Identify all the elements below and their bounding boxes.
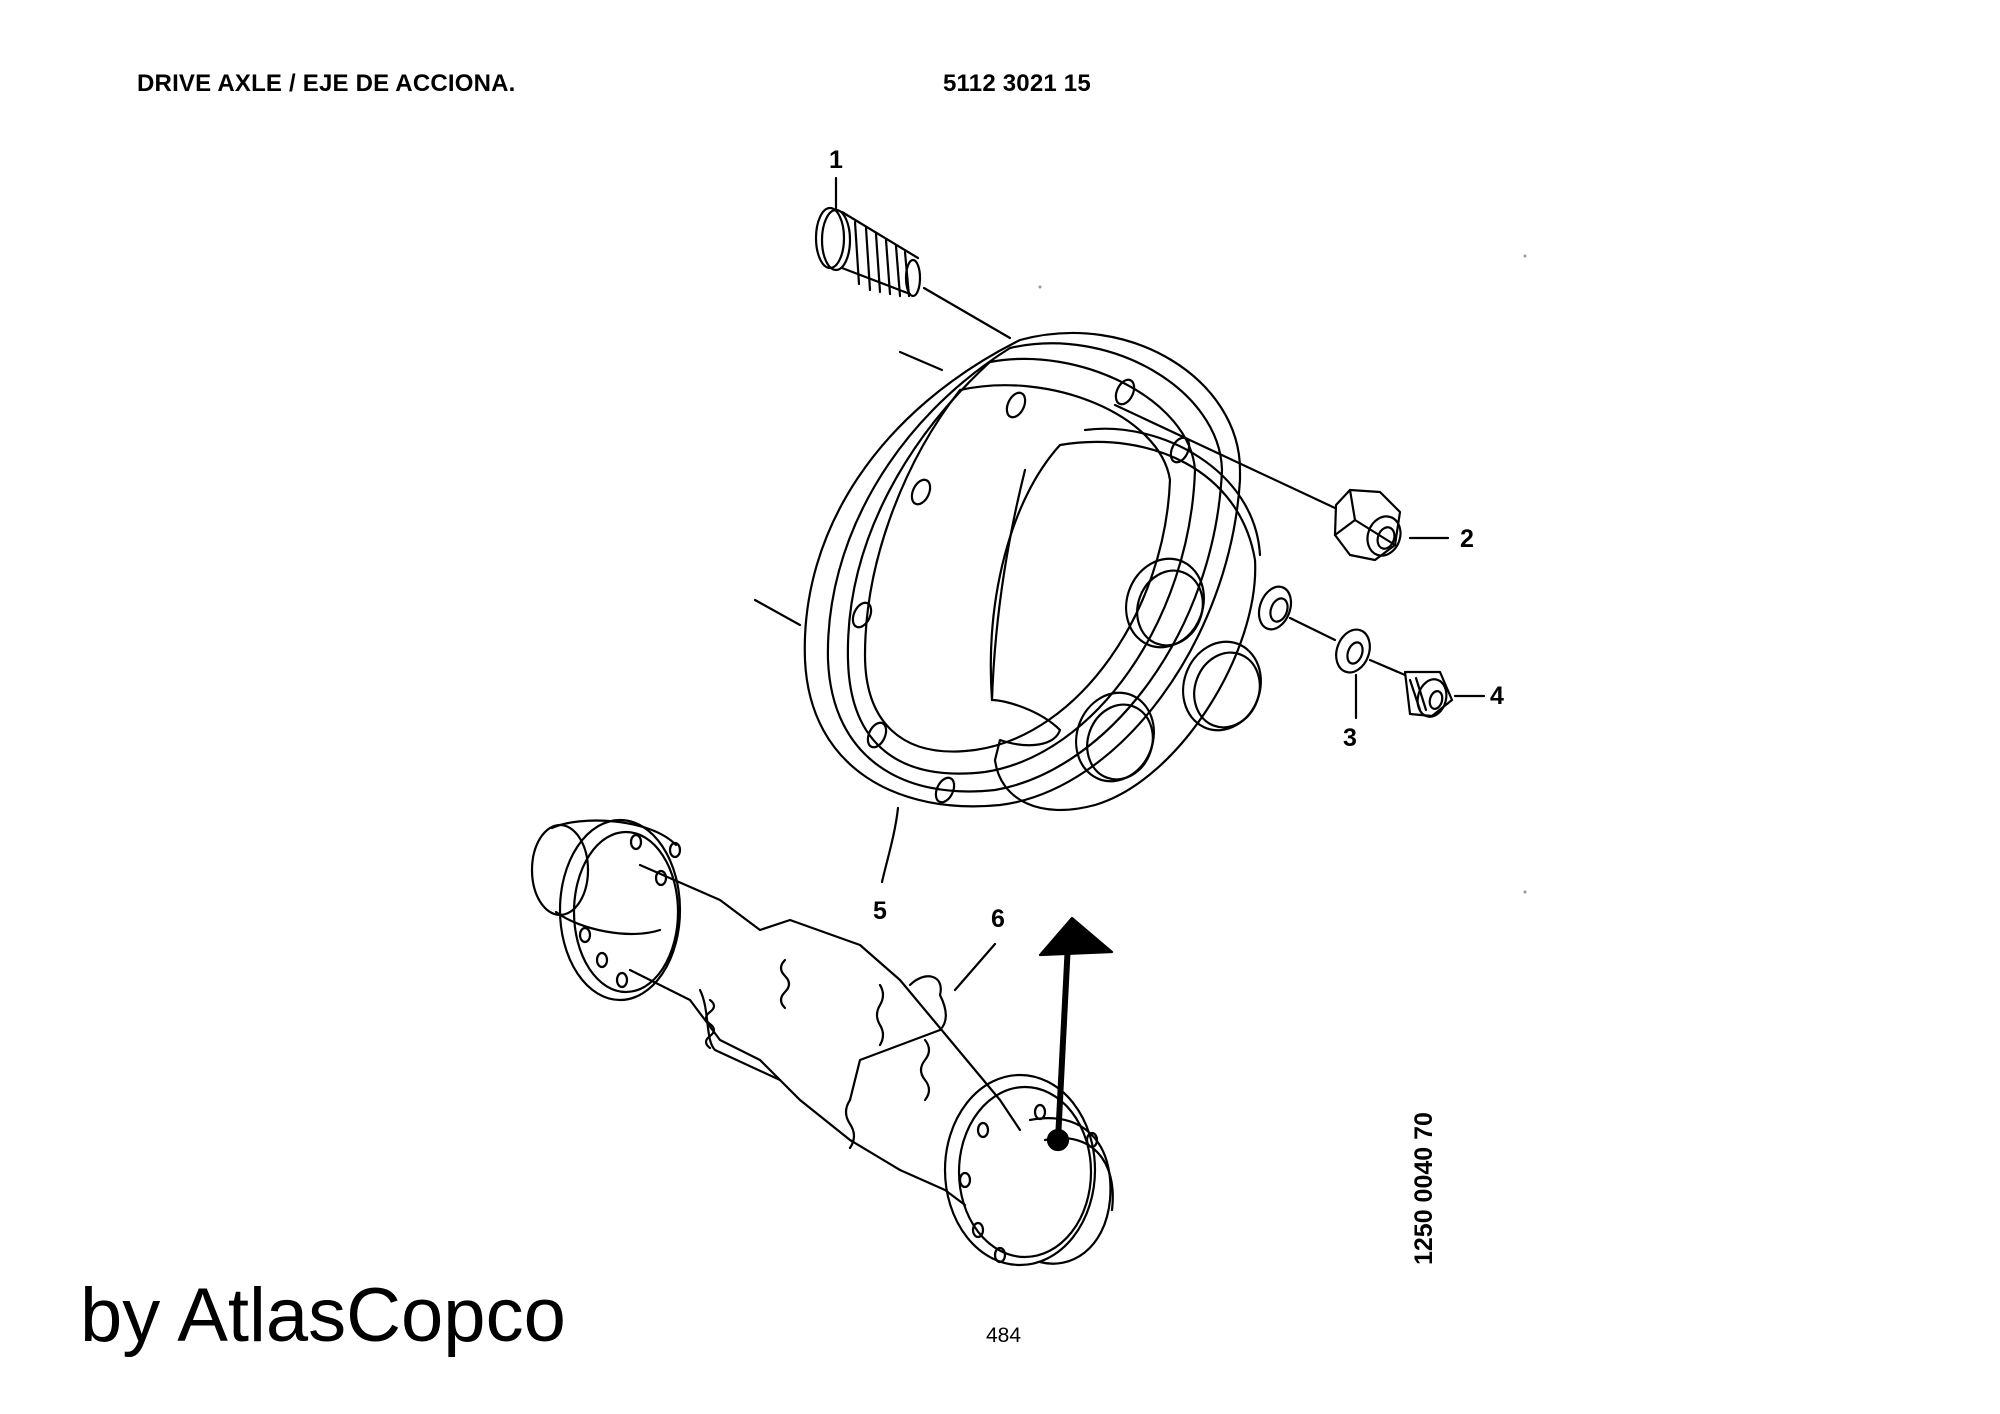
part-1-wheel-stud (814, 176, 1012, 340)
brand-watermark: by AtlasCopco (80, 1273, 566, 1358)
part-5-wheel-hub (753, 331, 1337, 812)
callout-1: 1 (829, 146, 843, 174)
part-number: 5112 3021 15 (943, 70, 1091, 97)
part-6-axle-assembly (530, 818, 1114, 1267)
part-4-drain-plug (1403, 670, 1486, 718)
callout-6: 6 (991, 905, 1005, 933)
location-arrow (1038, 916, 1114, 1152)
part-2-wheel-nut (1333, 488, 1450, 562)
callout-2: 2 (1460, 525, 1474, 553)
leader-5 (880, 806, 900, 884)
callout-5: 5 (873, 897, 887, 925)
drawing-code: 1250 0040 70 (1410, 1112, 1438, 1265)
page-title: DRIVE AXLE / EJE DE ACCIONA. (137, 70, 516, 97)
callout-4: 4 (1490, 682, 1504, 710)
part-3-seal-washer (1288, 616, 1407, 720)
page-number: 484 (986, 1324, 1022, 1347)
callout-3: 3 (1343, 724, 1357, 752)
